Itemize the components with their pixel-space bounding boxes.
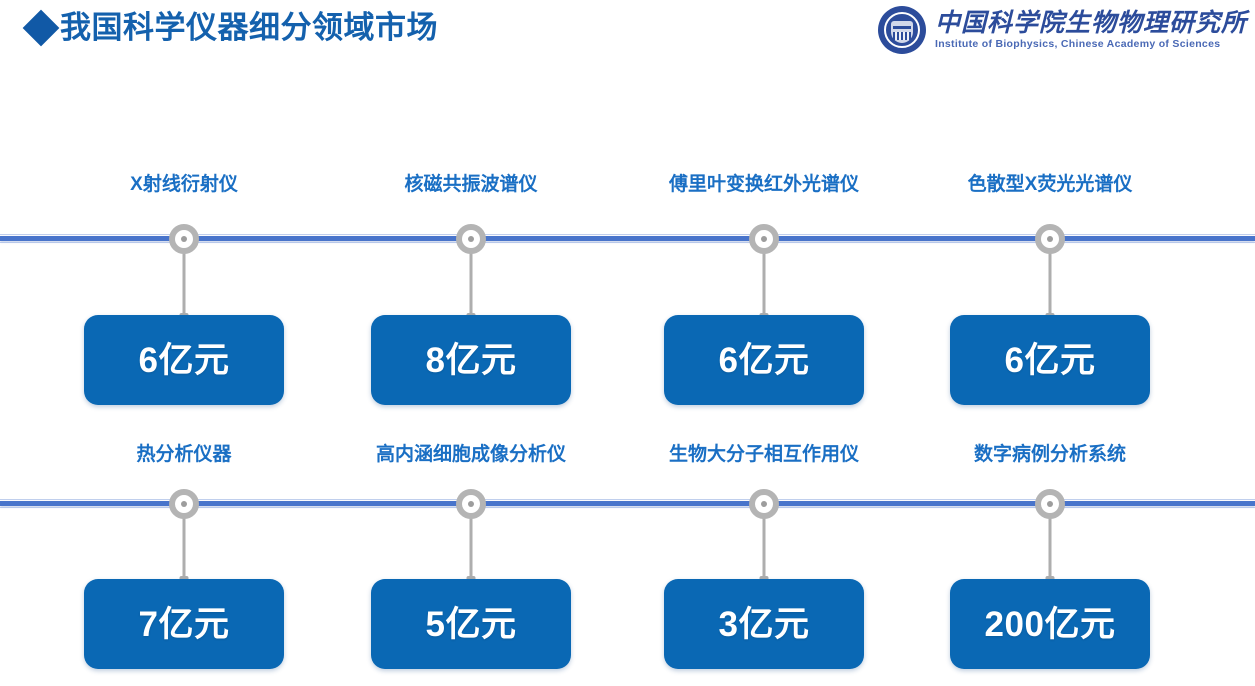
node-marker-icon[interactable] bbox=[749, 489, 779, 519]
value-text: 6亿元 bbox=[1004, 340, 1096, 380]
institute-name-en: Institute of Biophysics, Chinese Academy… bbox=[934, 37, 1221, 50]
axis-line-2 bbox=[0, 499, 1255, 508]
node-marker-icon[interactable] bbox=[169, 224, 199, 254]
value-text: 6亿元 bbox=[138, 340, 230, 380]
node-marker-icon[interactable] bbox=[169, 489, 199, 519]
value-box[interactable]: 6亿元 bbox=[950, 315, 1150, 405]
timeline-row-1: X射线衍射仪 6亿元 核磁共振波谱仪 8亿元 傅里叶变换红外光谱仪 6亿元 bbox=[0, 174, 1255, 405]
value-text: 5亿元 bbox=[425, 604, 517, 644]
node-marker-icon[interactable] bbox=[1035, 489, 1065, 519]
node-label: 色散型X荧光光谱仪 bbox=[967, 174, 1133, 195]
value-text: 8亿元 bbox=[425, 340, 517, 380]
value-box[interactable]: 6亿元 bbox=[664, 315, 864, 405]
value-box[interactable]: 8亿元 bbox=[371, 315, 571, 405]
node-label: 生物大分子相互作用仪 bbox=[668, 444, 860, 465]
value-box[interactable]: 3亿元 bbox=[664, 579, 864, 669]
page-title: 我国科学仪器细分领域市场 bbox=[22, 9, 438, 46]
node-marker-icon[interactable] bbox=[1035, 224, 1065, 254]
value-text: 7亿元 bbox=[138, 604, 230, 644]
node-label: 傅里叶变换红外光谱仪 bbox=[668, 174, 860, 195]
node-label: 数字病例分析系统 bbox=[973, 444, 1127, 465]
value-text: 6亿元 bbox=[718, 340, 810, 380]
institute-name-cn: 中国科学院生物物理研究所 bbox=[934, 8, 1247, 38]
value-box[interactable]: 6亿元 bbox=[84, 315, 284, 405]
node-label: 高内涵细胞成像分析仪 bbox=[375, 444, 567, 465]
value-text: 200亿元 bbox=[984, 604, 1116, 644]
slide-header: 我国科学仪器细分领域市场 中国科学院生物物理研究所 Institute of B… bbox=[0, 0, 1255, 72]
node-label: X射线衍射仪 bbox=[130, 174, 238, 195]
institute-logo-text: 中国科学院生物物理研究所 Institute of Biophysics, Ch… bbox=[934, 8, 1247, 50]
value-box[interactable]: 7亿元 bbox=[84, 579, 284, 669]
page-title-text: 我国科学仪器细分领域市场 bbox=[60, 10, 438, 45]
node-label: 核磁共振波谱仪 bbox=[404, 174, 538, 195]
institute-seal-icon bbox=[877, 6, 926, 54]
axis-line-1 bbox=[0, 234, 1255, 243]
value-box[interactable]: 200亿元 bbox=[950, 579, 1150, 669]
node-marker-icon[interactable] bbox=[456, 224, 486, 254]
node-marker-icon[interactable] bbox=[749, 224, 779, 254]
institute-logo: 中国科学院生物物理研究所 Institute of Biophysics, Ch… bbox=[877, 6, 1247, 54]
value-text: 3亿元 bbox=[718, 604, 810, 644]
value-box[interactable]: 5亿元 bbox=[371, 579, 571, 669]
node-label: 热分析仪器 bbox=[136, 444, 232, 465]
node-marker-icon[interactable] bbox=[456, 489, 486, 519]
